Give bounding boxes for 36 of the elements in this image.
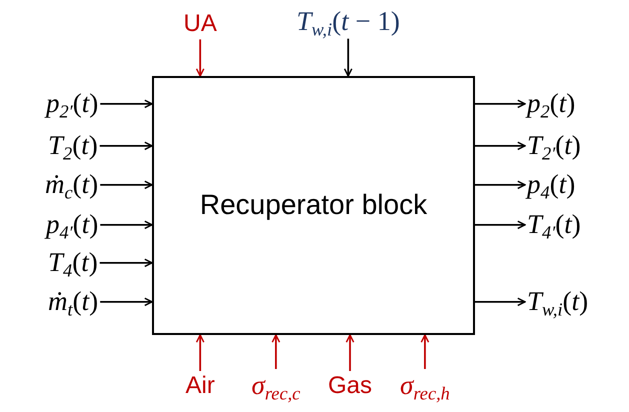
arrow <box>475 100 526 108</box>
parameter-label: Gas <box>328 373 372 400</box>
arrow <box>475 220 526 230</box>
arrow <box>475 142 526 150</box>
arrow <box>346 334 354 371</box>
arrow <box>475 180 526 190</box>
signal-label: T$_{2}$(t) <box>48 131 98 161</box>
arrow <box>100 100 153 108</box>
arrow <box>272 334 280 369</box>
signal-label: T$_{w,i}$(t − 1) <box>296 7 400 37</box>
signal-label: p$_{2}$(t) <box>527 89 576 119</box>
signal-label: T$_{2′}$(t) <box>527 131 581 161</box>
signal-label: T$_{4}$(t) <box>48 248 98 278</box>
signal-label: p$_{2′}$(t) <box>46 89 98 119</box>
signal-label: p$_{4}$(t) <box>527 170 576 200</box>
arrow <box>196 39 204 77</box>
signal-label: T$_{w,i}$(t) <box>527 287 588 317</box>
arrow <box>420 334 430 369</box>
arrow <box>100 142 153 150</box>
arrow <box>344 38 352 77</box>
signal-label: σ$_{rec,h}$ <box>400 371 450 401</box>
arrow <box>100 258 153 268</box>
signal-label: p$_{4′}$(t) <box>46 210 98 240</box>
arrow <box>100 298 153 306</box>
block-title: Recuperator block <box>200 190 428 221</box>
signal-label: σ$_{rec,c}$ <box>252 371 300 401</box>
signal-label: ṁ$_{c}$(t) <box>45 170 98 200</box>
arrow <box>100 220 153 230</box>
arrow <box>475 298 526 306</box>
arrow <box>100 180 153 190</box>
signal-label: ṁ$_{t}$(t) <box>48 287 98 317</box>
parameter-label: UA <box>184 11 217 38</box>
signal-label: T$_{4′}$(t) <box>527 210 581 240</box>
arrow <box>196 334 204 371</box>
parameter-label: Air <box>186 373 215 400</box>
process-box <box>152 76 475 335</box>
